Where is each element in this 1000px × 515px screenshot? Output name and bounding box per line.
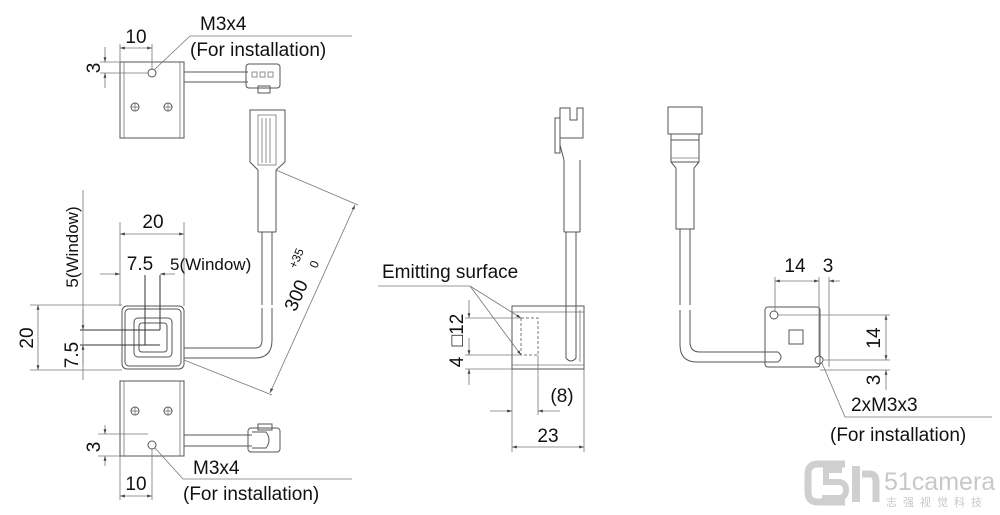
dim-window-size-x: 5(Window) [170,255,251,274]
bottom-hole-spec: M3x4 [193,458,240,479]
watermark-subtitle: 志强视觉科技 [886,495,988,509]
dim-cable-tol-lower: 0 [307,258,323,270]
light-housing [121,305,185,370]
dim-top-10: 10 [125,27,146,48]
dim-bottom-3: 3 [84,442,105,453]
rear-hole-note: (For installation) [830,425,966,446]
dim-rear-v14: 14 [864,327,885,349]
dim-offset-4: 4 [447,356,468,367]
bottom-view: 10 3 M3x4 (For installation) [84,380,352,505]
side-view: Emitting surface □12 4 (8) 23 [378,107,585,452]
window-icon [133,317,173,358]
rear-plate [764,306,821,368]
connector-icon [247,427,281,453]
top-view: 10 3 M3x4 (For installation) [84,14,352,139]
dim-bottom-10: 10 [125,474,146,495]
top-hole-note: (For installation) [190,40,326,61]
cable [679,310,778,363]
emitting-surface-label: Emitting surface [382,262,518,283]
watermark-logo: 51camera 志强视觉科技 [804,460,995,509]
dim-top-3: 3 [84,63,105,74]
dim-depth-8: (8) [550,386,573,407]
cable [184,308,263,349]
bottom-hole-note: (For installation) [183,484,319,505]
dim-window-offset-y: 7.5 [62,342,83,368]
dim-window-offset-x: 7.5 [127,254,153,275]
emitting-surface [520,317,539,356]
dim-rear-v3: 3 [864,375,885,386]
side-housing [511,305,585,370]
logo-icon [804,460,845,506]
rear-hole-spec: 2xM3x3 [851,395,918,416]
bottom-bracket [119,380,185,457]
mount-hole-icon [814,355,824,365]
top-hole-spec: M3x4 [200,14,247,35]
window-icon [788,329,804,345]
dim-rear-h3: 3 [823,256,834,277]
mount-hole-icon [147,440,157,450]
mount-hole-icon [769,310,779,320]
dim-square-12: □12 [447,314,468,347]
mount-hole-icon [147,68,157,78]
connector-icon [245,63,281,89]
dim-cable-tol-upper: +35 [286,246,307,271]
watermark-brand: 51camera [884,468,995,496]
front-view: 20 7.5 5(Window) 20 7.5 5(Window) 300 +3… [17,109,359,396]
dim-total-23: 23 [537,426,558,447]
rear-view: 14 3 14 3 2xM3x3 (For installation) [667,106,992,446]
connector-icon [249,109,286,171]
connector-icon [559,107,584,161]
dim-rear-h14: 14 [784,256,806,277]
connector-icon [667,106,703,135]
dim-width-20: 20 [142,212,163,233]
dim-window-size-y: 5(Window) [63,206,82,287]
dim-height-20: 20 [17,327,38,348]
